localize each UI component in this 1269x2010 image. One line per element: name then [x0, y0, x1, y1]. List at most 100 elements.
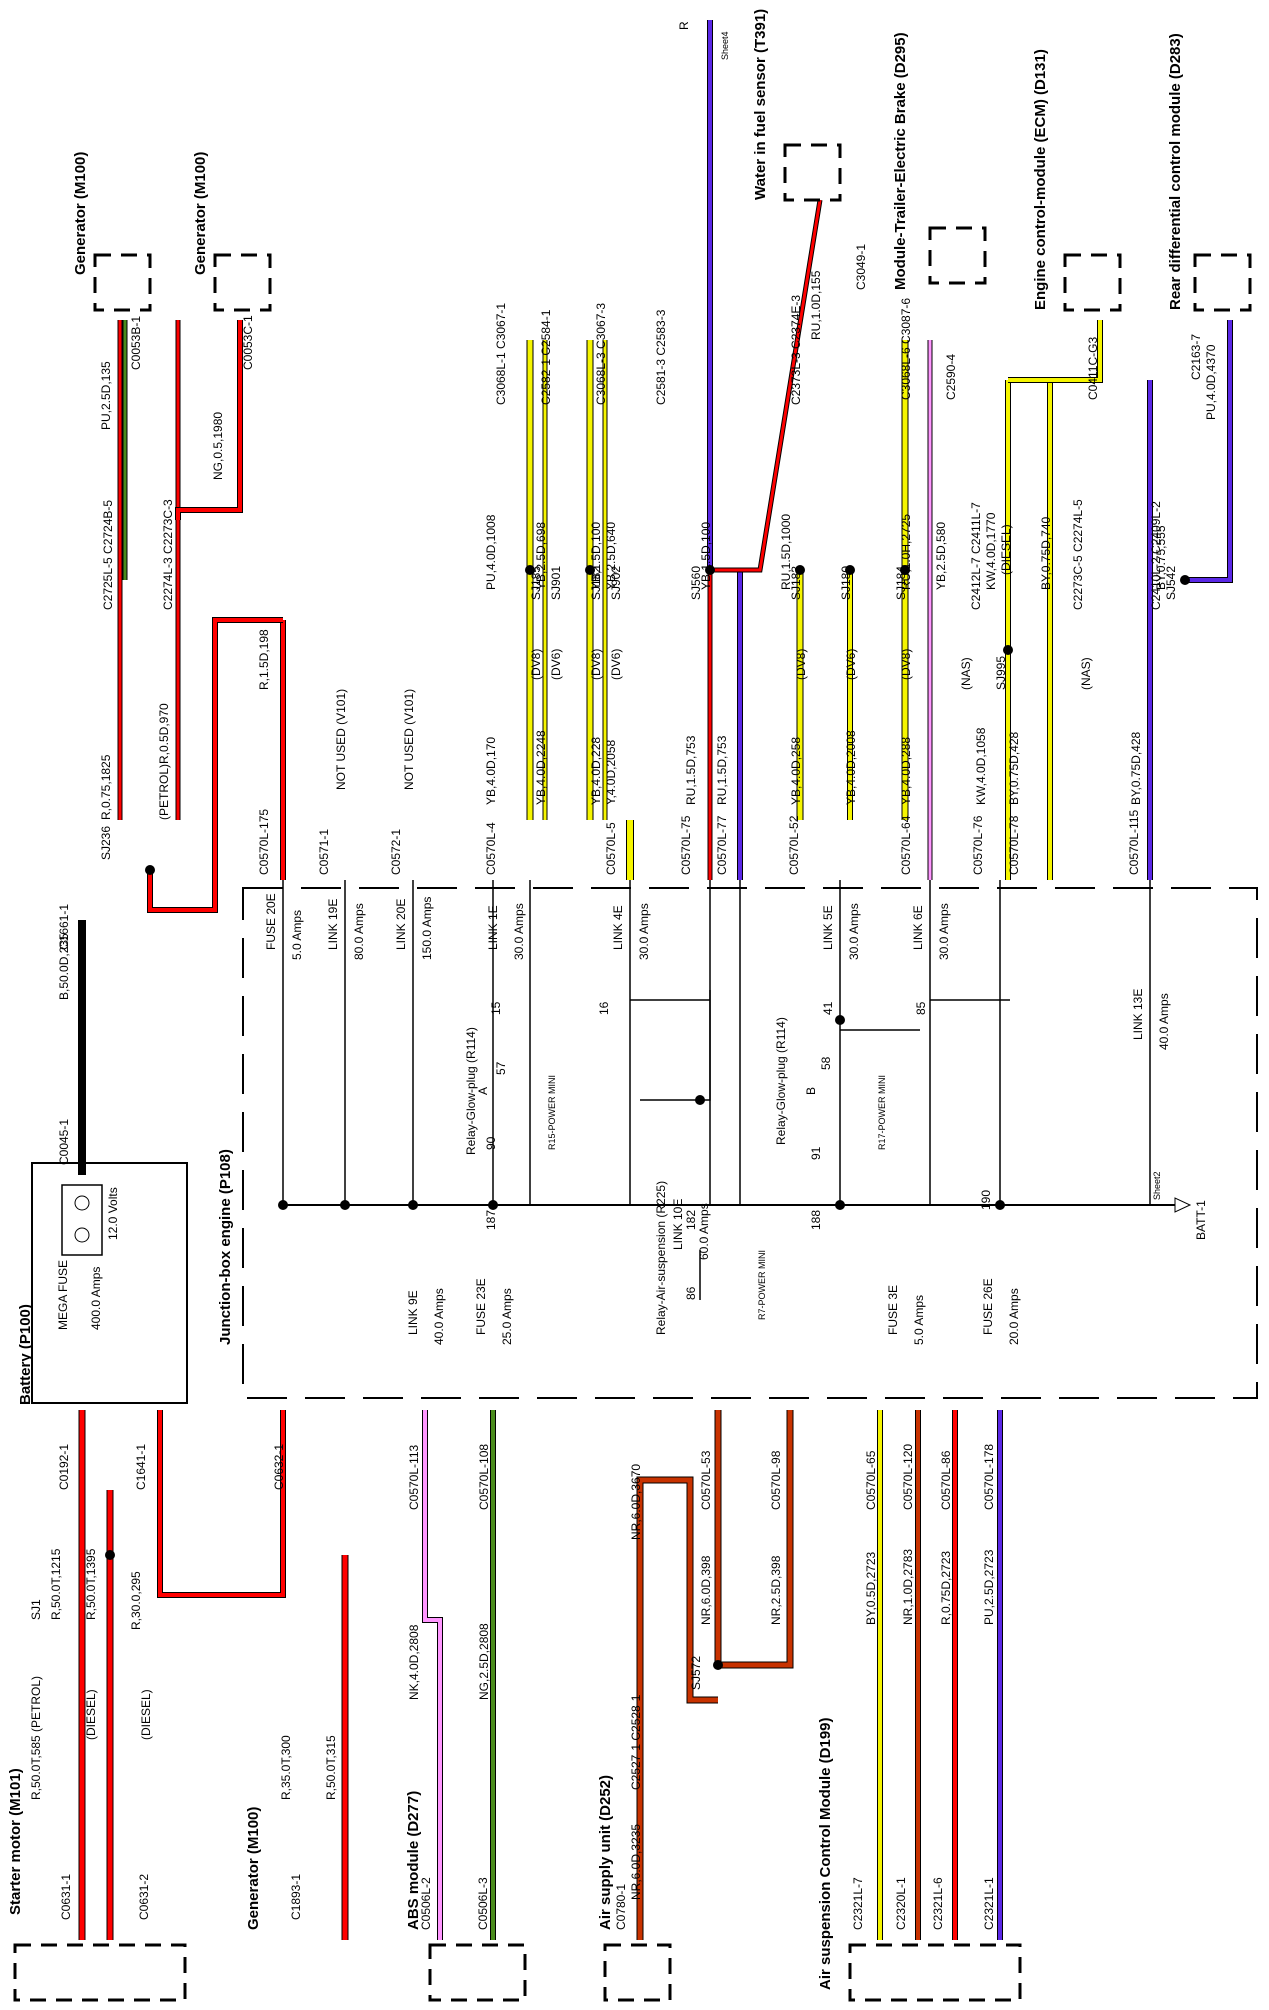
pin-label: 57: [494, 1061, 508, 1075]
battery-connector-label: C1661-1: [57, 904, 71, 950]
variant-label: (DV8): [589, 649, 603, 680]
bottom-connector-label: C0570L-65: [864, 1450, 878, 1510]
splice-dot: [340, 1200, 350, 1210]
bottom-pin-label: C0631-1: [59, 1874, 73, 1920]
splice-label: SJ185: [529, 566, 543, 600]
top-module-box: [1193, 253, 1252, 312]
bottom-wire-label: R,35.0T,300: [279, 1735, 293, 1800]
wire-c0632-outline: [157, 1410, 286, 1598]
splice-label: SJ1: [29, 1599, 43, 1620]
connector-label: C3068L-6 C3087-6: [899, 298, 913, 400]
junction-box-label: Junction-box engine (P108): [217, 1149, 234, 1345]
r7-label: R7-POWER MINI: [757, 1250, 767, 1320]
connector-label: C0570L-4: [484, 822, 498, 875]
mega-fuse-amps: 400.0 Amps: [89, 1267, 103, 1330]
connector-label: C3049-1: [854, 244, 868, 290]
wire-label: PU,2.5D,135: [99, 361, 113, 430]
bottom-wire-label: R,0.75D,2723: [939, 1551, 953, 1625]
battery-connector-label: B,50.0D,235: [57, 933, 71, 1000]
ecm-label: Engine control-module (ECM) (D131): [1032, 49, 1049, 310]
fuse-name: LINK 20E: [394, 899, 408, 950]
water-sensor-label: Water in fuel sensor (T391): [752, 9, 769, 200]
wire-label: YB,2.5D,698: [534, 522, 548, 590]
bottom-pin-label: C2321L-6: [931, 1877, 945, 1930]
wires: [78, 20, 1233, 1940]
component-boxes: [13, 143, 1258, 2002]
bottom-wire-label: NR,6.0D,3235: [629, 1824, 643, 1900]
abs-label: ABS module (D277): [405, 1791, 422, 1930]
bottom-wire-label: NR,1.0D,2783: [901, 1549, 915, 1625]
wire-c0632: [158, 1410, 285, 1597]
wire-label: RU,1.5D,1000: [779, 514, 793, 590]
wire-by-ecm: [1008, 320, 1102, 382]
splice-dot: [525, 565, 535, 575]
pin-label: B: [804, 1087, 818, 1095]
bottom-connector-label: C0570L-178: [982, 1444, 996, 1510]
not-used-label: NOT USED (V101): [334, 689, 348, 790]
starter-motor-label: Starter motor (M101): [7, 1768, 24, 1915]
generator-top1-label: Generator (M100): [72, 152, 89, 275]
bottom-wire-label: NK,4.0D,2808: [407, 1624, 421, 1700]
sheet2-label: Sheet2: [1152, 1171, 1162, 1200]
splice-label: SJ995: [994, 656, 1008, 690]
bottom-wire-label: BY,0.5D,2723: [864, 1552, 878, 1625]
connector-label: C0570L-78: [1007, 815, 1021, 875]
wire-sj236: [148, 618, 283, 912]
bottom-connector-label: C0570L-86: [939, 1450, 953, 1510]
pin-label: 85: [914, 1001, 928, 1015]
battery-cell: [61, 1184, 103, 1256]
battery-volts: 12.0 Volts: [106, 1187, 120, 1240]
wire-label: Y,4.0D,2058: [604, 740, 618, 805]
connector-label: C0570L-76: [971, 815, 985, 875]
wire-label: BY,0.75,555: [1154, 525, 1168, 590]
wire-label: RU,1.0H,2725: [899, 514, 913, 590]
wire-label: NG,0.5,1980: [211, 412, 225, 480]
connector-label: C2273C-5 C2274L-5: [1071, 499, 1085, 610]
splice-label: SJ560: [689, 566, 703, 600]
battery-connector-label: C0192-1: [57, 1444, 71, 1490]
pin-label: 16: [597, 1001, 611, 1015]
bottom-wire-label: (DIESEL): [139, 1689, 153, 1740]
wire-ru-water: [710, 199, 822, 572]
bottom-pin-label: C2321L-7: [851, 1877, 865, 1930]
wire-label: YB,4.0D,288: [899, 737, 913, 805]
wire-label: YB,4.0D,228: [589, 737, 603, 805]
rear-diff-label: Rear differential control module (D283): [1167, 33, 1184, 310]
bottom-wire-label: NR,6.0D,398: [699, 1555, 713, 1625]
fuse-name: LINK 10E: [671, 1199, 685, 1250]
variant-label: (DV8): [899, 649, 913, 680]
battery-box: [31, 1162, 188, 1404]
bottom-module-box: [603, 1943, 672, 2002]
splice-dot: [900, 565, 910, 575]
air-supply-label: Air supply unit (D252): [597, 1775, 614, 1930]
top-module-box: [93, 253, 152, 312]
pin-label: 86: [684, 1286, 698, 1300]
bottom-wire-label: R,50.0T,315: [324, 1735, 338, 1800]
wire-abs-nk-outline: [422, 1410, 443, 1940]
splice-label: SJ182: [589, 566, 603, 600]
sheet4-wire: R: [677, 21, 691, 30]
splice-label: SJ902: [609, 566, 623, 600]
wire-air-supply-outline: [636, 1476, 718, 1940]
battery-connector-label: R,30.0,295: [129, 1571, 143, 1630]
relay-glow-b-label: Relay-Glow-plug (R114): [774, 1017, 788, 1145]
bottom-connector-label: C0570L-120: [901, 1444, 915, 1510]
connector-label: C0572-1: [389, 829, 403, 875]
bottom-pin-label: C0631-2: [137, 1874, 151, 1920]
fuse-name: LINK 1E: [486, 905, 500, 950]
bottom-module-box: [13, 1943, 187, 2002]
variant-label: (DV8): [529, 649, 543, 680]
wire-pu2: [1185, 320, 1232, 582]
fuse-amps: 5.0 Amps: [290, 910, 304, 960]
connector-label: C0570L-52: [787, 815, 801, 875]
splice-label: SJ572: [689, 1656, 703, 1690]
generator-left-label: Generator (M100): [245, 1807, 262, 1930]
connector-label: C0570L-75: [679, 815, 693, 875]
wire-label: RU,1.5D,753: [715, 735, 729, 805]
r17-label: R17-POWER MINI: [877, 1075, 887, 1150]
wire-label: PU,4.0D,4370: [1204, 344, 1218, 420]
splice-label: SJ542: [1164, 566, 1178, 600]
wire-gen-outline: [175, 320, 243, 520]
wire-label: RU,1.5D,753: [684, 735, 698, 805]
